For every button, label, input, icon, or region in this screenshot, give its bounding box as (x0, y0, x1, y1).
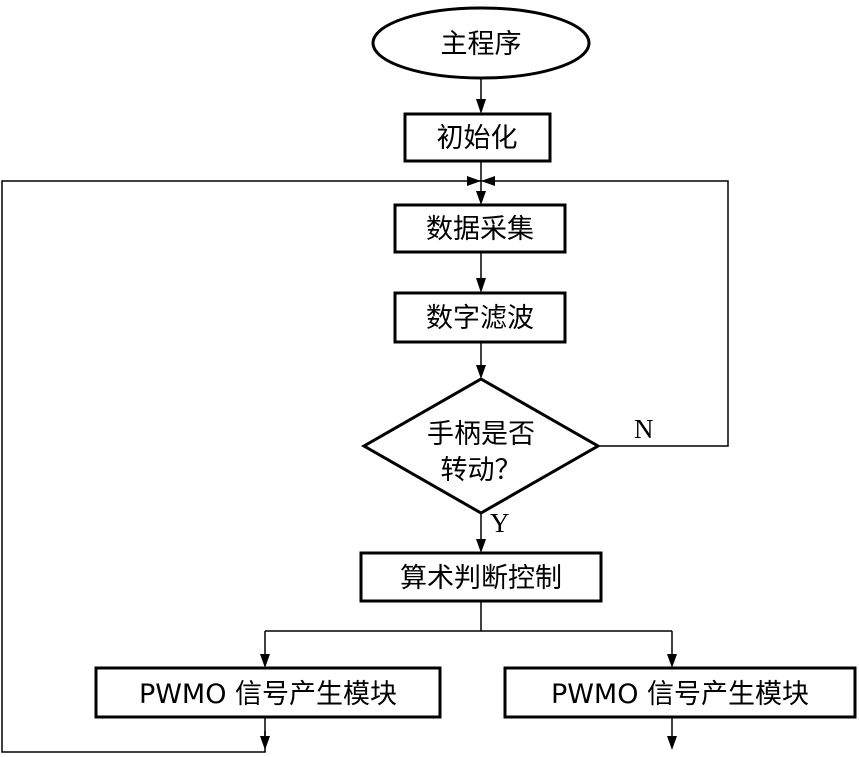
decision-label-line2: 转动？ (441, 455, 522, 486)
collect-label: 数据采集 (426, 214, 534, 245)
no-label: N (634, 414, 654, 444)
pwm-right-label: PWMO 信号产生模块 (551, 679, 809, 710)
arrowhead (481, 176, 495, 186)
yes-label: Y (490, 508, 510, 538)
pwm-left-label: PWMO 信号产生模块 (139, 679, 397, 710)
compute-label: 算术判断控制 (400, 563, 562, 594)
arrowhead (260, 654, 270, 668)
decision-label-line1: 手柄是否 (427, 419, 535, 450)
filter-label: 数字滤波 (426, 303, 534, 334)
arrowhead (476, 99, 486, 114)
no-branch-loop (481, 180, 729, 447)
compute-box (359, 551, 603, 603)
pwm-right-box (503, 666, 857, 719)
arrowhead (476, 278, 486, 293)
arrowhead (467, 176, 481, 186)
init-label: 初始化 (437, 123, 518, 154)
pwm-left-box (94, 666, 442, 719)
collect-box (393, 203, 567, 254)
arrowhead (667, 736, 677, 750)
filter-box (393, 291, 567, 344)
start-label: 主程序 (441, 29, 522, 60)
arrowhead (260, 736, 270, 750)
arrowhead (667, 654, 677, 668)
arrowhead (476, 539, 486, 553)
init-box (403, 112, 552, 163)
arrowhead (476, 365, 486, 379)
arrowhead (476, 191, 486, 205)
